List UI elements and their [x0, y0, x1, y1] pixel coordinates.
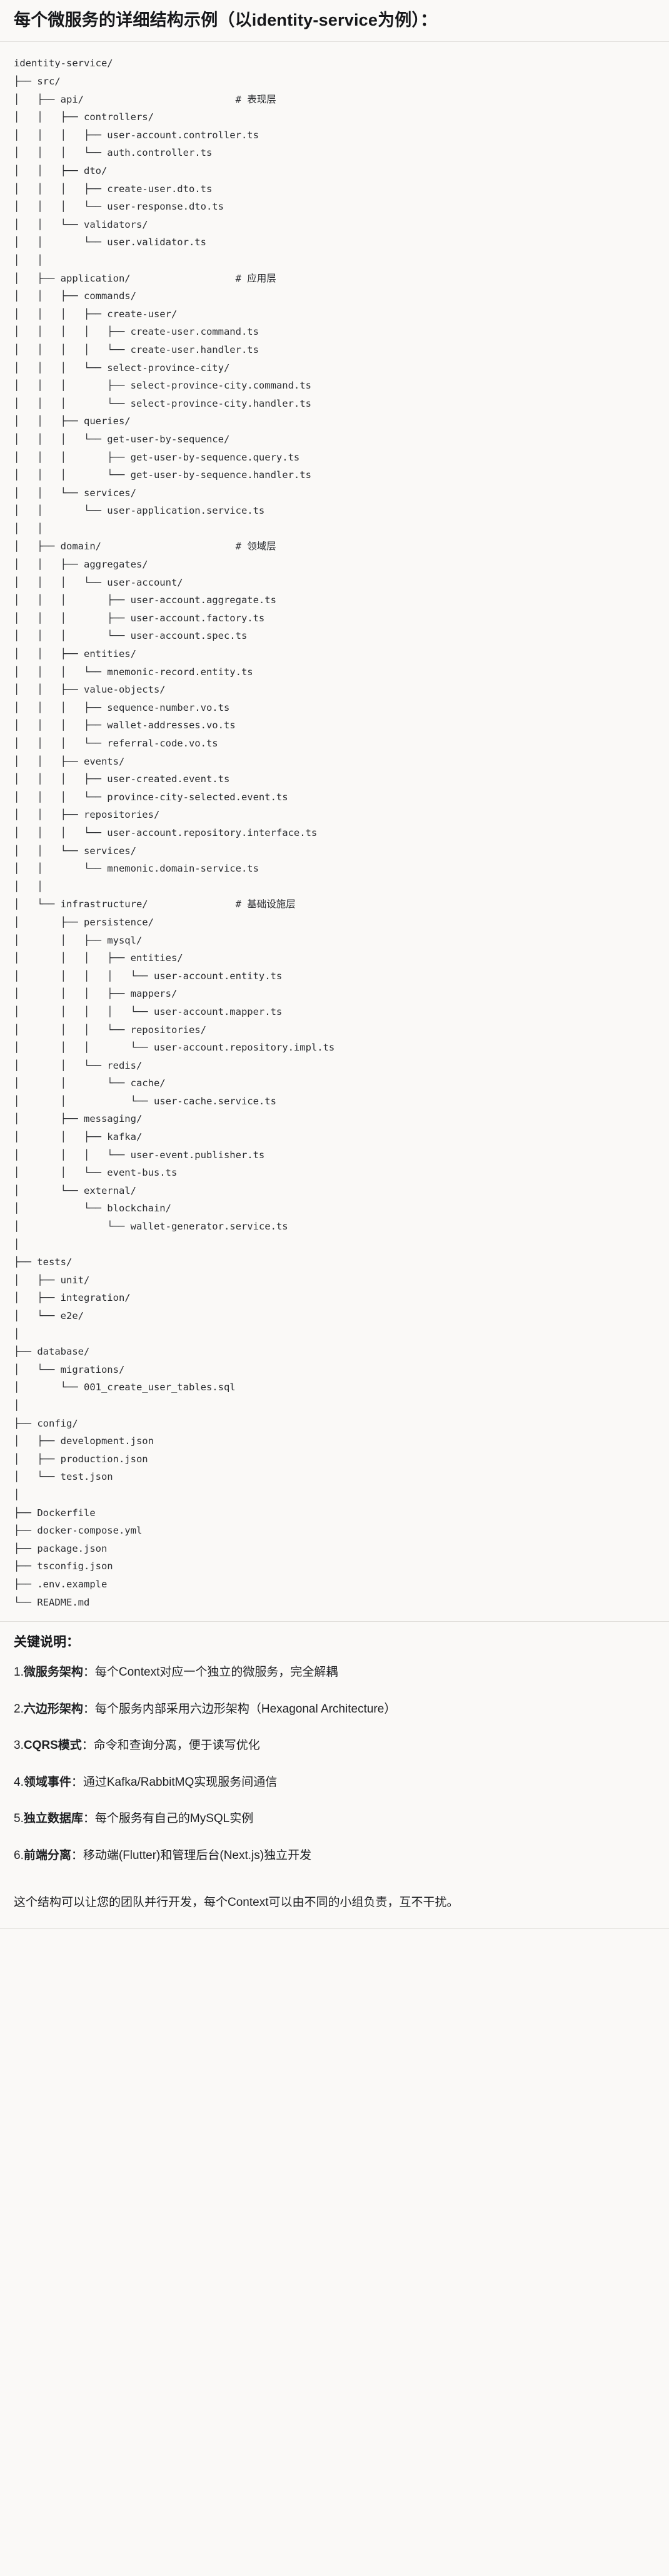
key-point-term: 微服务架构 — [23, 1666, 83, 1679]
list-item: 1.微服务架构：每个Context对应一个独立的微服务，完全解耦 — [14, 1664, 655, 1682]
key-point-desc: ：命令和查询分离，便于读写优化 — [81, 1739, 260, 1753]
key-points-list: 1.微服务架构：每个Context对应一个独立的微服务，完全解耦 2.六边形架构… — [14, 1664, 655, 1865]
key-point-number: 6. — [14, 1848, 24, 1862]
list-item: 6.前端分离：移动端(Flutter)和管理后台(Next.js)独立开发 — [14, 1847, 655, 1865]
document-page: 每个微服务的详细结构示例（以identity-service为例）： ident… — [0, 11, 669, 1929]
key-point-desc: ：每个服务内部采用六边形架构（Hexagonal Architecture） — [83, 1702, 396, 1716]
key-point-term: 领域事件 — [23, 1775, 71, 1789]
divider-middle — [0, 1621, 669, 1622]
footer-note: 这个结构可以让您的团队并行开发，每个Context可以由不同的小组负责，互不干扰… — [14, 1896, 459, 1910]
divider-bottom — [0, 1928, 669, 1929]
list-item: 3.CQRS模式：命令和查询分离，便于读写优化 — [14, 1737, 655, 1755]
directory-tree-block: identity-service/ ├── src/ │ ├── api/ # … — [0, 42, 669, 1622]
key-point-desc: ：移动端(Flutter)和管理后台(Next.js)独立开发 — [71, 1848, 312, 1862]
key-point-term: 独立数据库 — [23, 1812, 83, 1826]
key-point-term: CQRS模式 — [23, 1739, 82, 1753]
key-point-number: 1. — [14, 1666, 24, 1679]
key-points-title: 关键说明： — [14, 1635, 79, 1650]
key-point-desc: ：每个Context对应一个独立的微服务，完全解耦 — [83, 1666, 338, 1679]
page-title: 每个微服务的详细结构示例（以identity-service为例）： — [14, 11, 438, 29]
list-item: 5.独立数据库：每个服务有自己的MySQL实例 — [14, 1810, 655, 1828]
key-point-desc: ：每个服务有自己的MySQL实例 — [83, 1812, 254, 1826]
key-point-desc: ：通过Kafka/RabbitMQ实现服务间通信 — [71, 1775, 278, 1789]
directory-tree: identity-service/ ├── src/ │ ├── api/ # … — [14, 58, 335, 1608]
key-point-number: 5. — [14, 1812, 24, 1826]
key-point-number: 4. — [14, 1775, 24, 1789]
list-item: 2.六边形架构：每个服务内部采用六边形架构（Hexagonal Architec… — [14, 1701, 655, 1719]
key-point-number: 3. — [14, 1739, 24, 1753]
list-item: 4.领域事件：通过Kafka/RabbitMQ实现服务间通信 — [14, 1774, 655, 1792]
divider-top — [0, 41, 669, 43]
key-point-term: 六边形架构 — [23, 1702, 83, 1716]
key-point-number: 2. — [14, 1702, 24, 1716]
key-points-section: 关键说明： 1.微服务架构：每个Context对应一个独立的微服务，完全解耦 2… — [0, 1622, 669, 1890]
key-point-term: 前端分离 — [23, 1848, 71, 1862]
